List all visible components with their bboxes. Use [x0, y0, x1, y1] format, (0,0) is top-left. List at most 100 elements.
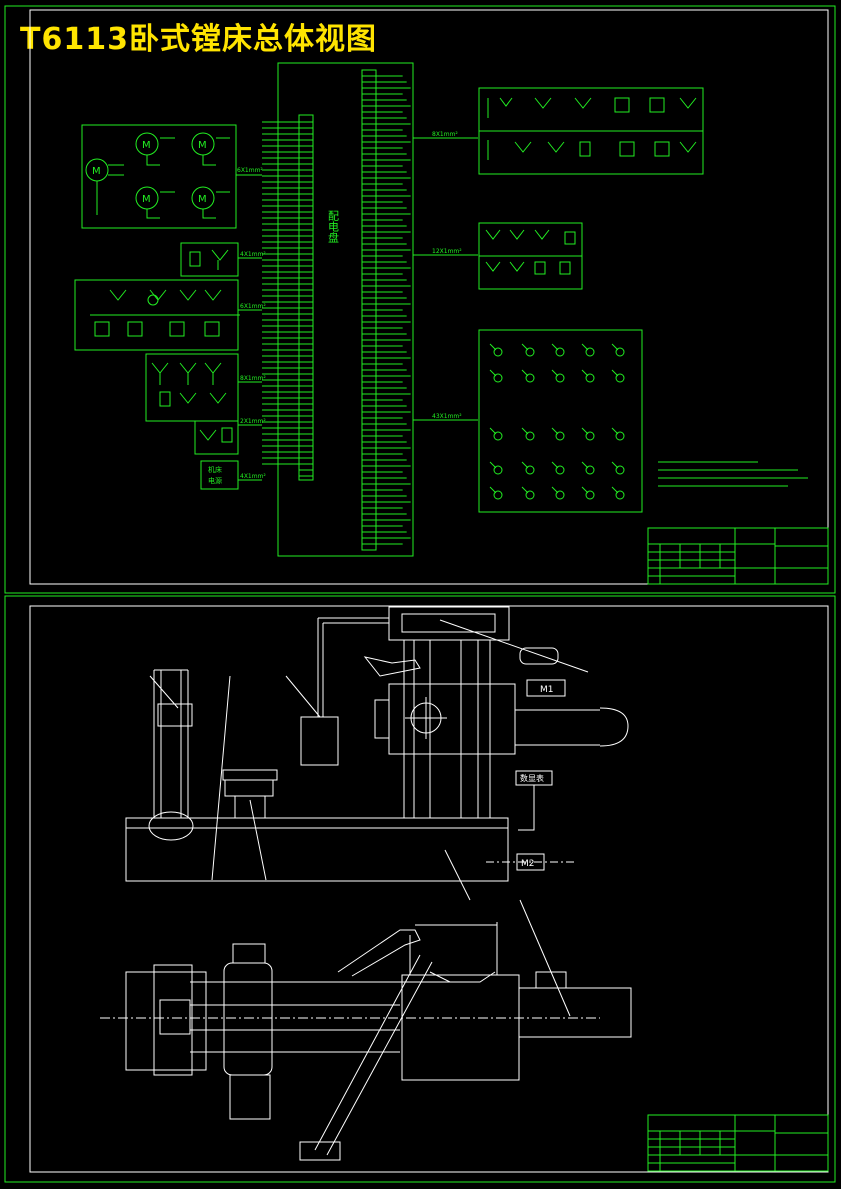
lamp-symbol — [555, 431, 565, 441]
lamp-symbol — [525, 490, 535, 500]
switch-stroke — [489, 369, 497, 377]
switch-stroke — [551, 461, 559, 469]
group-c-symbols — [151, 362, 227, 407]
motor-text-1: M — [92, 166, 101, 177]
right-bottom-cable-label: 43X1mm² — [432, 413, 462, 420]
scale-reader — [519, 647, 559, 665]
motors-cable-label: 6X1mm² — [237, 167, 263, 174]
column-rails — [403, 640, 491, 818]
leader-lines — [149, 619, 589, 1017]
group-d-symbols — [199, 427, 233, 443]
spindle-cross — [405, 697, 447, 739]
column-top-inner — [401, 613, 496, 633]
switch-stroke — [611, 343, 619, 351]
switch-stroke — [489, 343, 497, 351]
table-plan — [223, 962, 273, 1076]
sheet2-inner-border — [29, 605, 829, 1173]
switch-stroke — [551, 343, 559, 351]
title-block-outline — [647, 527, 829, 585]
bed-top — [125, 817, 509, 829]
switch-stroke — [581, 486, 589, 494]
switch-stroke — [581, 343, 589, 351]
motor-plan-box — [535, 971, 567, 989]
group-d-box — [194, 420, 239, 455]
left-groups: 4X1mm² 6X1mm² 8X1mm² 2X1mm² 机床 电源 4X1mm² — [74, 242, 266, 490]
m2-motor — [516, 853, 545, 871]
lamp-symbol — [493, 373, 503, 383]
group-d-cable-label: 2X1mm² — [240, 418, 266, 425]
switch-stroke — [521, 369, 529, 377]
electrical-box — [300, 716, 339, 766]
sheet-electrical: 配电盘 M M M M M 6X1mm² 4X1mm² — [4, 5, 836, 594]
rear-plan-inner — [159, 999, 191, 1035]
group-b-symbols — [90, 289, 240, 337]
m1-label: M1 — [540, 685, 554, 695]
table-top — [222, 769, 278, 781]
title-block2-outline — [647, 1114, 829, 1172]
motor-plan — [518, 987, 632, 1038]
lamp-symbol — [585, 431, 595, 441]
lamp-symbol — [555, 465, 565, 475]
motor-text-3: M — [198, 140, 207, 151]
right-mid-cable-label: 12X1mm² — [432, 248, 462, 255]
lamp-symbol — [615, 465, 625, 475]
lever-plan — [337, 929, 421, 977]
rear-column-plan — [125, 971, 207, 1071]
motors-block: M M M M M 6X1mm² — [81, 124, 263, 229]
right-top-cable-label: 8X1mm² — [432, 131, 458, 138]
guard-lines — [409, 922, 498, 975]
m1-motor — [526, 679, 566, 697]
table-top-box — [232, 943, 266, 964]
sheet-inner-border — [29, 9, 829, 585]
motor-leads — [96, 137, 230, 219]
left-terminal-strip — [298, 114, 314, 481]
switch-stroke — [489, 461, 497, 469]
lamp-symbol — [525, 373, 535, 383]
power-box — [200, 460, 239, 490]
handle-lever — [363, 656, 421, 677]
group-a-box — [180, 242, 239, 277]
sheet-mechanical: M1 数显表 M2 — [4, 595, 836, 1183]
group-c-box — [145, 353, 239, 422]
lamp-symbol — [555, 490, 565, 500]
bed-plan-rails — [190, 981, 470, 1053]
group-a-symbols — [189, 249, 229, 270]
title-block2-grid — [648, 1115, 828, 1171]
bed — [125, 817, 509, 882]
lamp-symbol — [615, 373, 625, 383]
notes-text-lines — [658, 461, 808, 487]
group-b-cable-label: 6X1mm² — [240, 303, 266, 310]
switch-stroke — [581, 427, 589, 435]
switch-stroke — [581, 461, 589, 469]
switch-stroke — [521, 461, 529, 469]
table-handle-box — [229, 1074, 271, 1120]
rear-plan-block — [153, 964, 193, 1076]
switch-stroke — [611, 461, 619, 469]
lamp-symbol — [493, 465, 503, 475]
lamp-symbol — [615, 490, 625, 500]
switch-stroke — [521, 343, 529, 351]
lamp-symbol — [615, 347, 625, 357]
cable-tube — [317, 617, 389, 717]
lamp-symbol — [585, 490, 595, 500]
plan-view — [100, 922, 632, 1161]
switch-stroke — [521, 486, 529, 494]
lamp-symbol — [585, 465, 595, 475]
left-wire-bundle — [262, 121, 299, 465]
headstock-plan — [401, 974, 520, 1081]
spindle-motor-tail — [515, 707, 629, 747]
lamp-symbol — [555, 373, 565, 383]
left-terminal-rows — [299, 121, 313, 477]
cabinet-label: 配电盘 — [327, 210, 340, 243]
switch-stroke — [581, 369, 589, 377]
right-terminal-rows — [362, 75, 376, 545]
rear-column-block — [157, 703, 193, 727]
group-b-lamp — [147, 294, 159, 306]
sheet-outer-border — [4, 5, 836, 594]
switch-stroke — [551, 486, 559, 494]
right-groups: 8X1mm² 12X1mm² 43X1mm² — [413, 87, 808, 513]
cabinet-outline — [277, 62, 414, 557]
rear-support-ring — [148, 811, 194, 841]
switch-stroke — [489, 486, 497, 494]
switch-stroke — [611, 486, 619, 494]
